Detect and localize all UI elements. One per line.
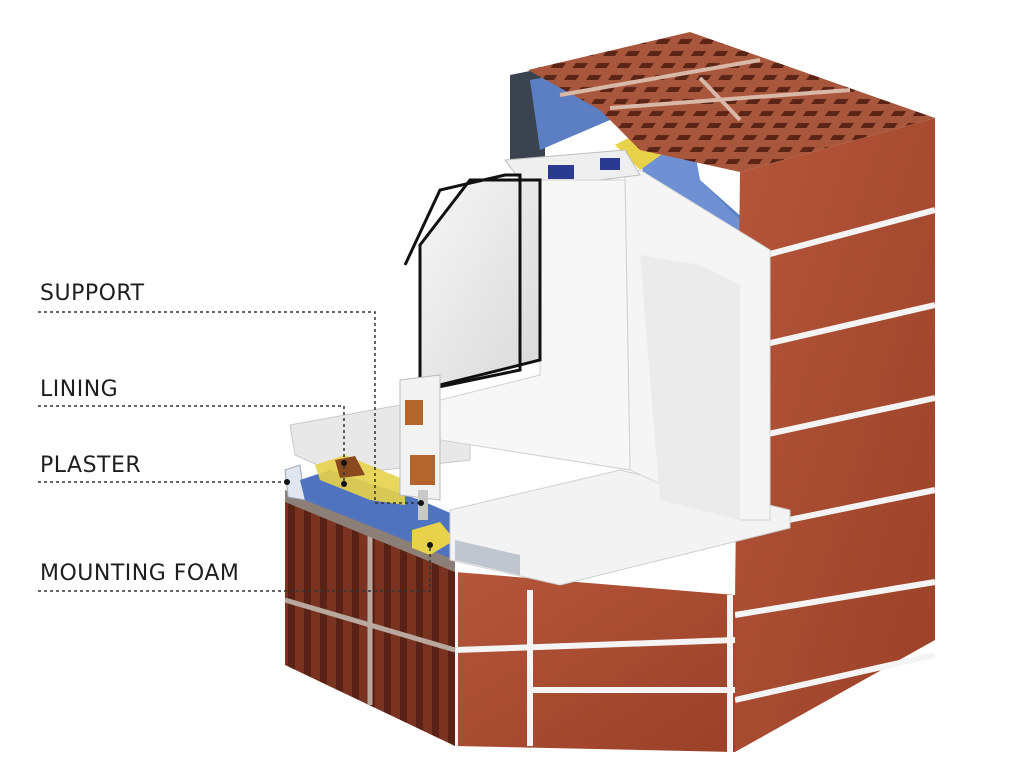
leader-lines [38,311,431,592]
support-leader-dot [418,500,424,506]
right-brick-wall [734,118,936,752]
lining-leader [38,405,345,484]
top-brick-surface [528,32,935,172]
support-leader [38,311,421,504]
window-frame [399,149,771,521]
label-mounting-foam: MOUNTING FOAM [40,561,240,586]
lining-leader-dot-2 [341,460,347,466]
label-lining: LINING [40,377,119,402]
mounting-foam-leader [38,545,431,592]
sectioned-brick [284,490,456,746]
label-plaster: PLASTER [40,453,142,478]
label-support: SUPPORT [40,281,145,306]
plaster-leader-dot [284,479,290,485]
lining-leader-dot [341,481,347,487]
glass-pane [418,178,542,392]
mounting-foam-leader-dot [427,542,433,548]
lower-front-brick [452,572,736,752]
mounting-foam-right [412,522,455,555]
